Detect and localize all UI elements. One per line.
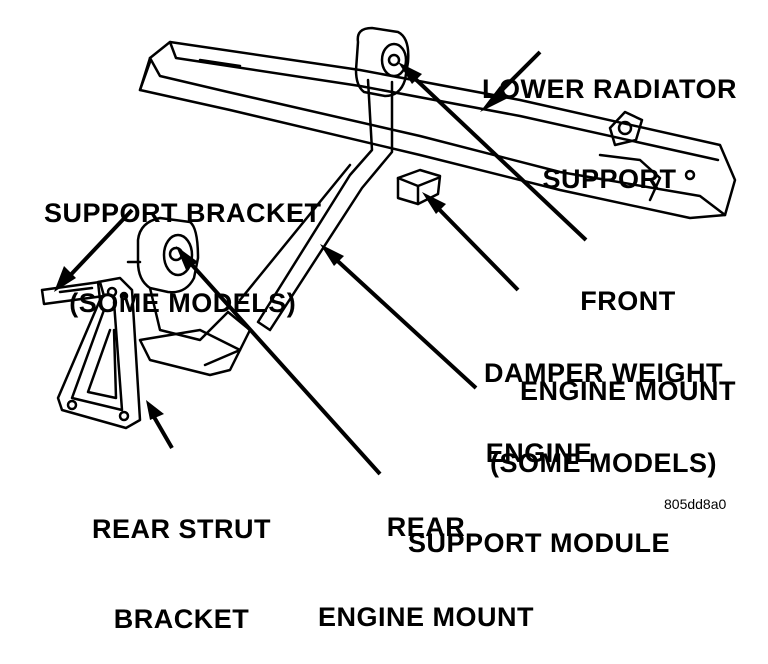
label-lower-radiator-support-line2: SUPPORT: [542, 164, 677, 194]
label-rear-strut-bracket-line2: BRACKET: [113, 604, 250, 634]
engine-support-illustration: [40, 26, 737, 476]
figure-code: 805dd8a0: [664, 496, 727, 512]
label-support-bracket-line2: (SOME MODELS): [69, 288, 297, 318]
leader-support-bracket: [54, 208, 134, 292]
label-lower-radiator-support: LOWER RADIATOR SUPPORT: [482, 14, 737, 224]
leader-lower-radiator-support: [480, 50, 542, 112]
leader-rear-strut-bracket: [146, 400, 174, 450]
leader-damper-weight: [422, 192, 520, 292]
label-rear-engine-mount-line2: ENGINE MOUNT: [318, 602, 535, 632]
label-rear-engine-mount-line1: REAR: [386, 512, 466, 542]
label-front-engine-mount-line1: FRONT: [580, 286, 676, 316]
leader-rear-engine-mount: [176, 246, 382, 476]
label-support-bracket: SUPPORT BRACKET (SOME MODELS): [44, 138, 322, 348]
label-lower-radiator-support-line1: LOWER RADIATOR: [482, 74, 737, 104]
leader-front-engine-mount: [398, 62, 588, 242]
diagram-stage: LOWER RADIATOR SUPPORT SUPPORT BRACKET (…: [40, 14, 737, 634]
support-bracket-part: [40, 280, 106, 306]
damper-weight-part: [396, 168, 442, 206]
label-front-engine-mount: FRONT ENGINE MOUNT: [520, 226, 736, 436]
label-damper-weight-line1: DAMPER WEIGHT: [484, 358, 723, 388]
label-damper-weight-line2: (SOME MODELS): [490, 448, 717, 478]
leader-engine-support-module: [320, 244, 478, 390]
front-engine-mount-part: [354, 26, 410, 98]
label-engine-support-module-line1: ENGINE: [485, 438, 593, 468]
label-support-bracket-line1: SUPPORT BRACKET: [44, 198, 322, 228]
rear-strut-bracket-part: [56, 276, 142, 430]
label-rear-strut-bracket: REAR STRUT BRACKET: [92, 454, 271, 664]
label-damper-weight: DAMPER WEIGHT (SOME MODELS): [484, 298, 723, 508]
label-rear-strut-bracket-line1: REAR STRUT: [92, 514, 271, 544]
label-rear-engine-mount: REAR ENGINE MOUNT: [318, 452, 534, 662]
engine-support-module-part: [138, 78, 394, 377]
label-front-engine-mount-line2: ENGINE MOUNT: [520, 376, 737, 406]
